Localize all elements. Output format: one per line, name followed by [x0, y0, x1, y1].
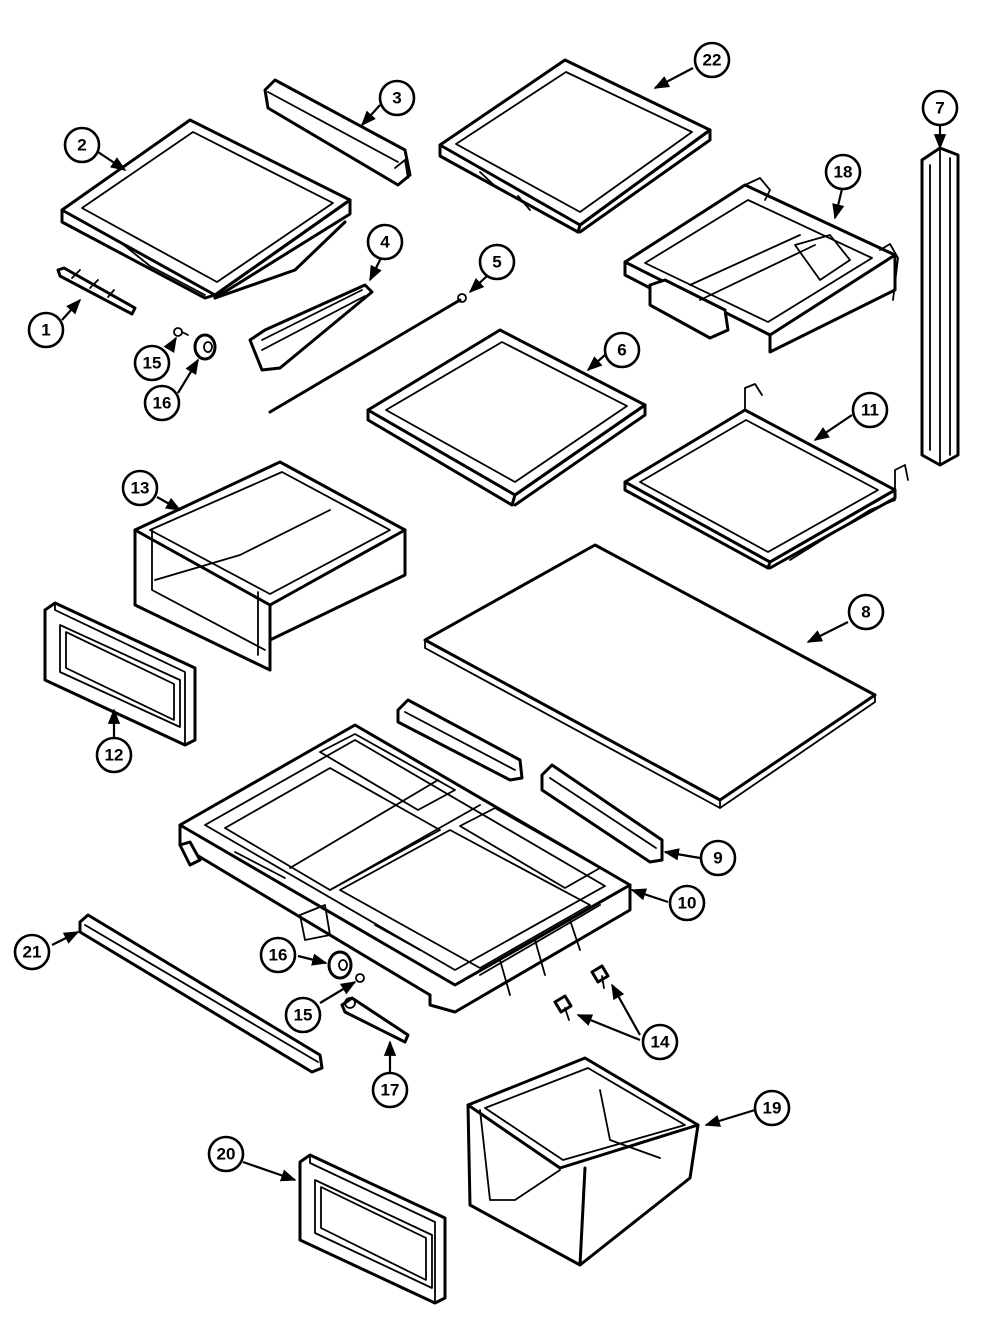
callout-9: 9 [699, 839, 737, 877]
part-14-screw-b [553, 994, 573, 1021]
svg-text:15: 15 [294, 1006, 313, 1025]
part-15-screw-bottom [355, 973, 365, 983]
callout-16-bottom: 16 [259, 936, 297, 974]
part-15-screw-top [173, 327, 189, 337]
part-9-rail-b [540, 763, 664, 864]
callout-3: 3 [378, 79, 416, 117]
part-10-cover [178, 723, 632, 1014]
svg-text:16: 16 [269, 946, 288, 965]
part-19-bin [466, 1056, 700, 1267]
callout-16-top: 16 [143, 384, 181, 422]
callout-21: 21 [13, 933, 51, 971]
svg-text:2: 2 [77, 136, 86, 155]
callout-15-bottom: 15 [284, 996, 322, 1034]
callout-20: 20 [207, 1135, 245, 1173]
callout-18: 18 [824, 153, 862, 191]
callout-10: 10 [668, 884, 706, 922]
callout-4: 4 [366, 223, 404, 261]
svg-text:5: 5 [492, 253, 501, 272]
part-17-clip [340, 996, 410, 1044]
callout-19: 19 [753, 1089, 791, 1127]
svg-text:15: 15 [143, 354, 162, 373]
svg-text:16: 16 [153, 394, 172, 413]
part-11-shelf [623, 383, 909, 570]
part-4-support [248, 283, 374, 372]
svg-text:10: 10 [678, 894, 697, 913]
callout-15-top: 15 [133, 344, 171, 382]
part-3-rail [263, 78, 412, 187]
svg-text:11: 11 [861, 401, 879, 420]
svg-text:3: 3 [392, 89, 401, 108]
callout-12: 12 [95, 736, 133, 774]
callout-13: 13 [121, 469, 159, 507]
part-21-trim [78, 913, 324, 1074]
svg-text:6: 6 [617, 341, 626, 360]
callout-8: 8 [847, 593, 885, 631]
svg-text:8: 8 [861, 603, 870, 622]
callouts: 1 2 3 4 5 6 7 8 9 10 11 12 13 14 15 15 1… [13, 41, 959, 1173]
svg-text:17: 17 [381, 1081, 400, 1100]
part-8-glass [423, 543, 877, 809]
svg-text:12: 12 [105, 746, 124, 765]
svg-text:18: 18 [834, 163, 853, 182]
callout-7: 7 [921, 89, 959, 127]
callout-1: 1 [27, 311, 65, 349]
callout-14: 14 [641, 1023, 679, 1061]
leader-lines [51, 67, 947, 1182]
part-14-screw-a [590, 964, 610, 989]
part-13-pan [133, 460, 407, 672]
svg-text:1: 1 [41, 321, 50, 340]
part-1-clip [56, 266, 137, 316]
svg-text:13: 13 [131, 479, 150, 498]
callout-5: 5 [478, 243, 516, 281]
svg-text:19: 19 [763, 1099, 782, 1118]
svg-text:22: 22 [703, 51, 722, 70]
callout-6: 6 [603, 331, 641, 369]
part-5-rod [268, 293, 467, 414]
callout-2: 2 [63, 126, 101, 164]
part-7-rail [920, 146, 960, 467]
part-12-front [43, 601, 197, 747]
part-18-frame [623, 177, 899, 354]
callout-17: 17 [371, 1071, 409, 1109]
svg-text:20: 20 [217, 1145, 236, 1164]
part-22-shelf [438, 58, 712, 234]
svg-text:9: 9 [713, 849, 722, 868]
callout-22: 22 [693, 41, 731, 79]
part-20-front [298, 1153, 447, 1305]
svg-text:4: 4 [380, 233, 390, 252]
part-9-rail-a [396, 698, 524, 782]
callout-11: 11 [851, 391, 889, 429]
svg-text:21: 21 [23, 943, 42, 962]
part-6-shelf [366, 328, 647, 507]
part-16-bushing-bottom [327, 950, 353, 980]
part-2-shelf [60, 118, 352, 300]
svg-text:7: 7 [935, 99, 944, 118]
svg-text:14: 14 [651, 1033, 670, 1052]
part-16-bushing-top [193, 333, 217, 361]
